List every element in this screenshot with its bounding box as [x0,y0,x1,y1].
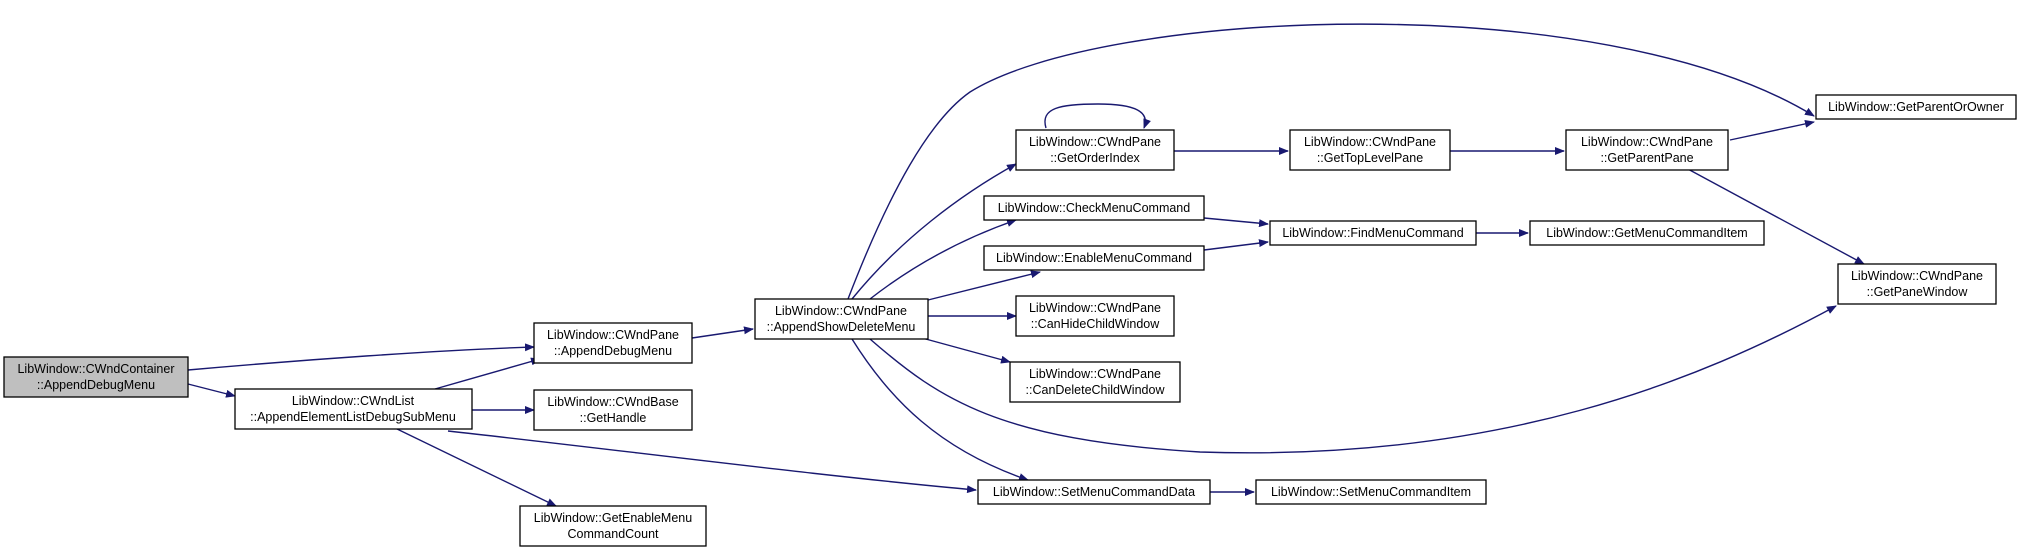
node-getpanewindow-line-2: ::GetPaneWindow [1867,285,1969,299]
node-cwndpane-appenddebugmenu-line-1: LibWindow::CWndPane [547,328,679,342]
node-setmenucommanddata[interactable]: LibWindow::SetMenuCommandData [977,479,1211,505]
node-cwndbase-gethandle-line-1: LibWindow::CWndBase [547,395,678,409]
node-setmenucommanditem-label: LibWindow::SetMenuCommandItem [1271,485,1471,499]
node-cwndbase-gethandle[interactable]: LibWindow::CWndBase ::GetHandle [533,389,693,431]
node-getmenucommanditem[interactable]: LibWindow::GetMenuCommandItem [1529,220,1765,246]
node-checkmenucommand-label: LibWindow::CheckMenuCommand [998,201,1190,215]
edge-appendshowdeletemenu-to-enablemenucommand [927,270,1041,301]
node-candeletechildwindow[interactable]: LibWindow::CWndPane ::CanDeleteChildWind… [1009,361,1181,403]
edge-cwndpane-appenddebugmenu-to-appendshowdeletemenu [691,326,754,339]
node-appendshowdeletemenu[interactable]: LibWindow::CWndPane ::AppendShowDeleteMe… [754,298,929,340]
edge-appendshowdeletemenu-to-getpanewindow [869,305,1837,454]
edge-getparentpane-to-getpanewindow [1685,167,1865,265]
node-getparentpane-line-1: LibWindow::CWndPane [1581,135,1713,149]
node-enablemenucommand[interactable]: LibWindow::EnableMenuCommand [983,245,1205,271]
edge-root-to-cwndpane-appenddebugmenu [187,343,535,371]
node-cwndpane-appenddebugmenu[interactable]: LibWindow::CWndPane ::AppendDebugMenu [533,322,693,364]
node-findmenucommand[interactable]: LibWindow::FindMenuCommand [1269,220,1477,246]
node-getpanewindow-line-1: LibWindow::CWndPane [1851,269,1983,283]
node-candeletechildwindow-line-2: ::CanDeleteChildWindow [1026,383,1166,397]
node-cwndpane-appenddebugmenu-line-2: ::AppendDebugMenu [554,344,672,358]
node-cwndbase-gethandle-line-2: ::GetHandle [580,411,647,425]
node-cwndlist-appendelementlistdebugsubmenu[interactable]: LibWindow::CWndList ::AppendElementListD… [234,388,473,430]
node-findmenucommand-label: LibWindow::FindMenuCommand [1282,226,1463,240]
edge-cwndlist-to-cwndpane-appenddebugmenu [434,357,541,390]
node-candeletechildwindow-line-1: LibWindow::CWndPane [1029,367,1161,381]
edge-enablemenucommand-to-findmenucommand [1203,239,1269,251]
edge-root-to-cwndlist-appendelementlistdebugsubmenu [187,383,236,398]
edge-appendshowdeletemenu-to-setmenucommanddata [851,338,1029,481]
node-appendshowdeletemenu-line-2: ::AppendShowDeleteMenu [767,320,916,334]
node-gettoplevelpane[interactable]: LibWindow::CWndPane ::GetTopLevelPane [1289,129,1451,171]
node-root[interactable]: LibWindow::CWndContainer ::AppendDebugMe… [3,356,189,398]
node-getorderindex[interactable]: LibWindow::CWndPane ::GetOrderIndex [1015,129,1175,171]
edge-getorderindex-self-loop [1044,103,1151,129]
node-canhidechildwindow-line-1: LibWindow::CWndPane [1029,301,1161,315]
node-getenablemenucommandcount-line-2: CommandCount [567,527,659,541]
node-checkmenucommand[interactable]: LibWindow::CheckMenuCommand [983,195,1205,221]
edge-appendshowdeletemenu-to-getparentorowner [847,23,1815,300]
node-canhidechildwindow-line-2: ::CanHideChildWindow [1031,317,1161,331]
node-getenablemenucommandcount[interactable]: LibWindow::GetEnableMenu CommandCount [519,505,707,547]
node-getorderindex-line-1: LibWindow::CWndPane [1029,135,1161,149]
edge-appendshowdeletemenu-to-getorderindex [851,163,1017,300]
node-canhidechildwindow[interactable]: LibWindow::CWndPane ::CanHideChildWindow [1015,295,1175,337]
node-getorderindex-line-2: ::GetOrderIndex [1050,151,1140,165]
node-appendshowdeletemenu-line-1: LibWindow::CWndPane [775,304,907,318]
edge-cwndlist-to-setmenucommanddata [447,430,977,494]
node-gettoplevelpane-line-1: LibWindow::CWndPane [1304,135,1436,149]
edge-cwndlist-to-getenablemenucommandcount [394,427,557,507]
node-enablemenucommand-label: LibWindow::EnableMenuCommand [996,251,1192,265]
edge-checkmenucommand-to-findmenucommand [1203,217,1269,228]
node-getenablemenucommandcount-line-1: LibWindow::GetEnableMenu [534,511,692,525]
node-cwndlist-line-2: ::AppendElementListDebugSubMenu [250,410,456,424]
node-root-line-2: ::AppendDebugMenu [37,378,155,392]
node-getparentpane[interactable]: LibWindow::CWndPane ::GetParentPane [1565,129,1729,171]
node-getmenucommanditem-label: LibWindow::GetMenuCommandItem [1546,226,1747,240]
node-gettoplevelpane-line-2: ::GetTopLevelPane [1317,151,1423,165]
node-root-line-1: LibWindow::CWndContainer [17,362,174,376]
edge-appendshowdeletemenu-to-checkmenucommand [869,219,1017,300]
edge-appendshowdeletemenu-to-candeletechildwindow [921,337,1011,364]
node-setmenucommanddata-label: LibWindow::SetMenuCommandData [993,485,1195,499]
node-getpanewindow[interactable]: LibWindow::CWndPane ::GetPaneWindow [1837,263,1997,305]
node-getparentpane-line-2: ::GetParentPane [1600,151,1693,165]
edge-getparentpane-to-getparentorowner [1729,119,1815,141]
node-getparentorowner-label: LibWindow::GetParentOrOwner [1828,100,2004,114]
node-cwndlist-line-1: LibWindow::CWndList [292,394,415,408]
node-getparentorowner[interactable]: LibWindow::GetParentOrOwner [1815,94,2017,120]
node-setmenucommanditem[interactable]: LibWindow::SetMenuCommandItem [1255,479,1487,505]
